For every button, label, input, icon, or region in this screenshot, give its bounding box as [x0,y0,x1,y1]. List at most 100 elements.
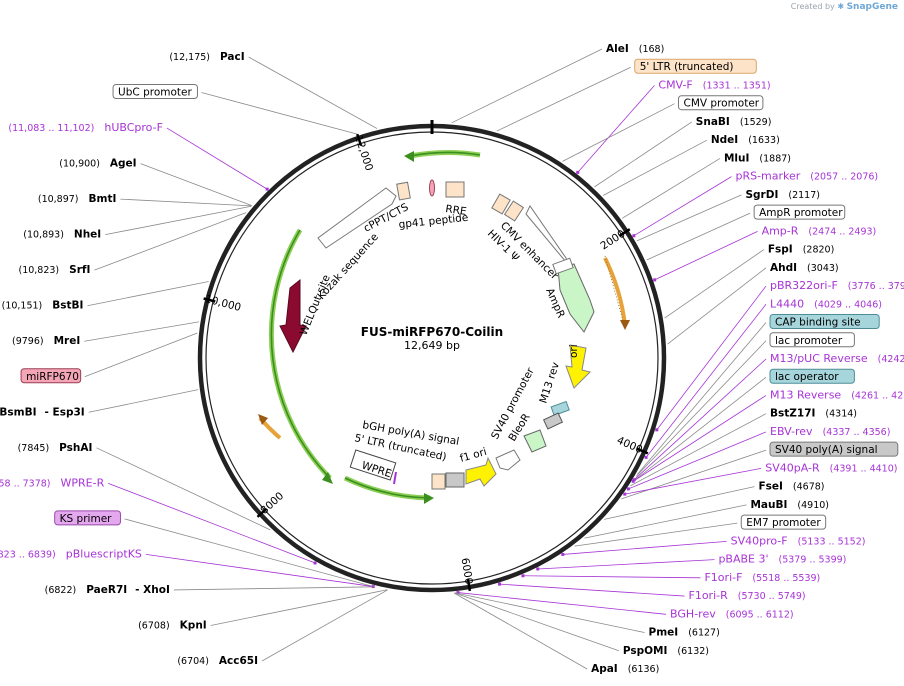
ampr-arrowhead [620,320,630,330]
leader-line [633,358,767,480]
bleor-block [523,429,547,453]
primer-site-marker [456,591,460,595]
ampr-edge [604,255,626,329]
primer-site-marker [521,574,525,578]
watermark-prefix: Created by [790,2,835,11]
enzyme-label: SnaBI(1529) [696,116,772,128]
m13-block [550,400,570,417]
leader-line [602,139,708,196]
leader-line [632,376,767,482]
enzyme-label: (6822)PaeR7I- XhoI [45,584,170,596]
primer-site-marker [653,278,657,282]
fus-arc-core [270,229,331,479]
coilin-arrowhead [424,493,434,504]
cppt-block [396,181,411,201]
primer-label: (11,083 .. 11,102)hUBCpro-F [8,121,163,134]
feature-label-box [769,368,855,384]
feature-label: CAP binding site [775,317,861,329]
tick-label: 4000 [615,434,644,456]
enzyme-label: AhdI(3043) [770,262,839,274]
leader-line [574,522,738,547]
leader-line [94,212,247,271]
primer-site-marker [265,187,269,191]
leader-line [664,249,765,319]
primer-label: F1ori-R(5730 .. 5749) [689,589,806,602]
enzyme-label: (10,897)BmtI [38,193,117,205]
mirfp670-arrow [279,278,307,354]
feature-arcs [258,149,630,504]
enzyme-label: (6708)KpnI [138,619,207,631]
feature-label: AmpR promoter [759,207,843,219]
leader-line [261,589,388,662]
enzyme-label: (9216)BsmBI- Esp3I [0,406,85,418]
primer-label: EBV-rev(4337 .. 4356) [770,425,890,438]
feature-label-box [20,368,82,384]
primer-site-marker [561,552,565,556]
enzyme-label: (10,151)BstBI [2,300,84,312]
leader-line [96,447,271,531]
enzyme-label: PspOMI(6132) [623,645,709,657]
leader-line [457,592,667,615]
primer-label: M13 Reverse(4261 .. 4277) [770,388,904,401]
primer-label: M13/pUC Reverse(4242 .. 4264) [770,352,904,365]
leader-line [635,340,767,477]
enzyme-label: (10,893)NheI [23,229,101,241]
rre-block [445,181,465,198]
watermark: Created by ✱ SnapGene [791,2,898,12]
leader-line [646,212,751,261]
enzyme-label: MauBI(4910) [750,499,829,511]
site-labels: AleI(168)5' LTR (truncated)CMV-F(1331 ..… [0,43,904,675]
primer-label: pBR322ori-F(3776 .. 3795) [770,279,904,292]
feature-label-box [769,314,880,330]
primer-site-marker [644,455,648,459]
primer-site-marker [576,170,580,174]
leader-line [562,540,727,555]
leader-line [537,559,715,570]
feature-label-box [54,510,121,526]
hiv-psi-block [491,193,511,215]
ori-block [565,344,591,389]
primer-site-marker [623,492,627,496]
tick-label: 2000 [599,228,628,253]
primer-label: (7358 .. 7378)WPRE-R [0,476,105,489]
leader-line [173,586,375,591]
tick-mark [466,578,472,592]
leader-line [451,48,603,124]
feature-label: KS primer [60,513,112,525]
fus-arrowhead [322,472,333,484]
cmv-enh-block [503,200,525,222]
feature-label: UbC promoter [118,87,192,99]
enzyme-label: BstZ17I(4314) [770,408,857,420]
primer-site-marker [626,487,630,491]
ampr-block [557,263,595,333]
primer-site-marker [655,428,659,432]
plasmid-name: FUS-miRFP670-Coilin [361,325,503,339]
enzyme-label: SgrDI(2117) [745,189,819,201]
leader-line [140,163,252,206]
leader-line [499,583,685,597]
snapgene-icon: ✱ [837,2,845,11]
primer-label: pBABE 3'(5379 .. 5399) [718,553,846,566]
primer-site-marker [631,479,635,483]
enzyme-label: PmeI(6127) [649,627,720,639]
primer-label: pRS-marker(2057 .. 2076) [735,170,878,183]
feature-label-box [740,514,827,530]
feature-label-box [112,84,198,100]
primer-label: (6823 .. 6839)pBluescriptKS [0,547,142,560]
f1ori-block [465,456,497,487]
primer-site-marker [632,234,636,238]
primer-site-marker [536,567,540,571]
leader-line [210,589,388,626]
primer-label: SV40pA-R(4391 .. 4410) [765,461,897,474]
leader-line [453,592,588,670]
enzyme-label: (6704)Acc65I [177,655,258,667]
leader-line [621,449,767,500]
leader-line [84,321,199,342]
leader-line [88,389,199,413]
leader-line [630,413,767,487]
enzyme-label: MluI(1887) [724,152,791,164]
primer-label: CMV-F(1331 .. 1351) [658,78,770,91]
sv40pa-block [542,412,564,430]
feature-label-box [769,332,855,348]
leader-line [645,304,767,458]
